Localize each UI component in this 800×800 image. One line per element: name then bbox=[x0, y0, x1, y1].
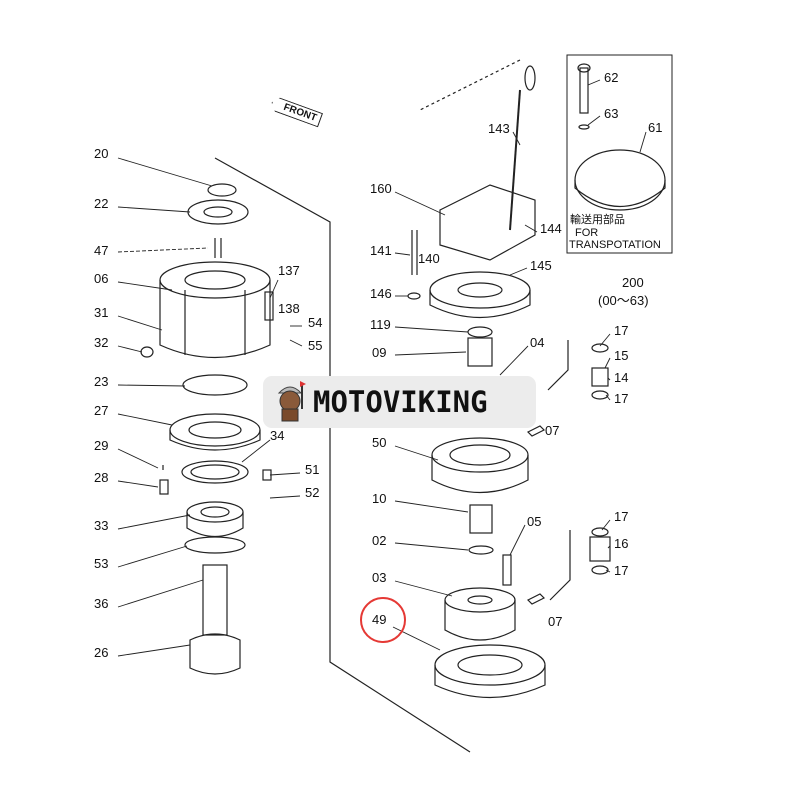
part-label-52: 52 bbox=[305, 485, 320, 500]
part-label-20: 20 bbox=[94, 146, 109, 161]
transport-box-drawing bbox=[566, 54, 673, 254]
part-label-02: 02 bbox=[372, 533, 387, 548]
part-label-23: 23 bbox=[94, 374, 109, 389]
transport-note-jp: 輸送用部品 bbox=[570, 214, 625, 226]
part-label-145: 145 bbox=[530, 258, 552, 273]
part-label-16: 16 bbox=[614, 536, 629, 551]
part-label-04: 04 bbox=[530, 335, 545, 350]
frame-line bbox=[214, 157, 471, 753]
part-label-17: 17 bbox=[614, 563, 629, 578]
part-label-141: 141 bbox=[370, 243, 392, 258]
part-label-10: 10 bbox=[372, 491, 387, 506]
part-label-144: 144 bbox=[540, 221, 562, 236]
transport-note-line2: TRANSPOTATION bbox=[569, 239, 661, 251]
part-label-61: 61 bbox=[648, 120, 663, 135]
serial-range: (00～63) bbox=[598, 293, 649, 308]
frame-line bbox=[419, 59, 521, 111]
watermark-logo: MOTOVIKING bbox=[263, 376, 536, 428]
part-label-14: 14 bbox=[614, 370, 629, 385]
part-label-29: 29 bbox=[94, 438, 109, 453]
part-label-53: 53 bbox=[94, 556, 109, 571]
part-label-36: 36 bbox=[94, 596, 109, 611]
part-label-55: 55 bbox=[308, 338, 323, 353]
part-label-51: 51 bbox=[305, 462, 320, 477]
left-assembly bbox=[140, 183, 274, 675]
part-label-07-lower: 07 bbox=[548, 614, 563, 629]
part-label-03: 03 bbox=[372, 570, 387, 585]
part-label-07-upper: 07 bbox=[545, 423, 560, 438]
part-label-47: 47 bbox=[94, 243, 109, 258]
part-label-63: 63 bbox=[604, 106, 619, 121]
part-label-17: 17 bbox=[614, 509, 629, 524]
part-label-34: 34 bbox=[270, 428, 285, 443]
part-label-143: 143 bbox=[488, 121, 510, 136]
part-label-05: 05 bbox=[527, 514, 542, 529]
part-label-50: 50 bbox=[372, 435, 387, 450]
part-label-33: 33 bbox=[94, 518, 109, 533]
leader-lines bbox=[117, 79, 647, 657]
transport-note-line1: FOR bbox=[575, 227, 599, 239]
part-label-49-highlighted: 49 bbox=[372, 612, 387, 627]
part-label-160: 160 bbox=[370, 181, 392, 196]
part-label-22: 22 bbox=[94, 196, 109, 211]
part-label-17: 17 bbox=[614, 391, 629, 406]
part-label-09: 09 bbox=[372, 345, 387, 360]
part-label-146: 146 bbox=[370, 286, 392, 301]
part-label-15: 15 bbox=[614, 348, 629, 363]
part-label-27: 27 bbox=[94, 403, 109, 418]
part-label-31: 31 bbox=[94, 305, 109, 320]
highlight-circle bbox=[360, 597, 406, 643]
viking-mascot-icon bbox=[277, 381, 306, 422]
logo-text: MOTOVIKING bbox=[313, 385, 488, 419]
part-label-140: 140 bbox=[418, 251, 440, 266]
part-label-32: 32 bbox=[94, 335, 109, 350]
part-label-138: 138 bbox=[278, 301, 300, 316]
part-label-28: 28 bbox=[94, 470, 109, 485]
part-label-26: 26 bbox=[94, 645, 109, 660]
serial-number: 200 bbox=[622, 275, 644, 290]
part-label-54: 54 bbox=[308, 315, 323, 330]
right-assembly bbox=[407, 65, 611, 698]
part-label-06: 06 bbox=[94, 271, 109, 286]
part-label-62: 62 bbox=[604, 70, 619, 85]
part-label-119: 119 bbox=[370, 317, 391, 332]
part-label-137: 137 bbox=[278, 263, 300, 278]
part-label-17: 17 bbox=[614, 323, 629, 338]
